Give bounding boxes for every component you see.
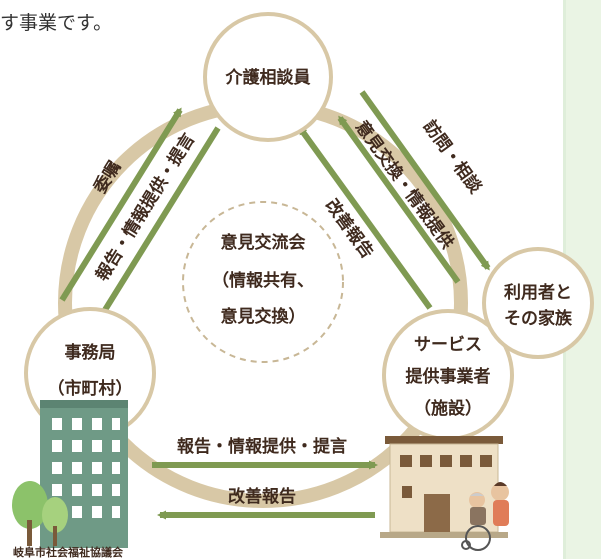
arrow-improve-center bbox=[297, 125, 433, 310]
arrow-report-left bbox=[97, 126, 221, 321]
node-office-line-1: 事務局 bbox=[65, 342, 116, 363]
node-service-line-2: 提供事業者 bbox=[406, 366, 491, 387]
label-improve-bottom: 改善報告 bbox=[228, 486, 296, 507]
center-meeting-circle bbox=[182, 201, 344, 363]
node-consultant-circle bbox=[203, 12, 333, 142]
center-line-2: （情報共有、 bbox=[212, 270, 314, 291]
office-building-illustration bbox=[12, 400, 128, 548]
center-line-1: 意見交流会 bbox=[221, 232, 306, 253]
top-sentence-fragment: す事業です。 bbox=[0, 12, 113, 34]
footer-organization-name: 岐阜市社会福祉協議会 bbox=[13, 545, 124, 559]
label-report-bottom: 報告・情報提供・提言 bbox=[177, 436, 347, 457]
arrow-commission bbox=[59, 107, 183, 302]
node-user-line-2: その家族 bbox=[504, 308, 573, 329]
node-office-line-2: （市町村） bbox=[48, 378, 133, 399]
label-report-left: 報告・情報提供・提言 bbox=[91, 129, 199, 284]
care-facility-illustration bbox=[380, 436, 509, 551]
center-line-3: 意見交換） bbox=[221, 306, 306, 327]
node-user-line-1: 利用者と bbox=[504, 282, 572, 303]
node-consultant-label: 介護相談員 bbox=[225, 67, 311, 88]
arrow-visit bbox=[359, 90, 491, 271]
node-service-line-3: （施設） bbox=[414, 398, 482, 419]
arrow-exchange bbox=[337, 115, 461, 284]
node-service-line-1: サービス bbox=[414, 335, 482, 355]
node-user-circle bbox=[482, 247, 594, 359]
